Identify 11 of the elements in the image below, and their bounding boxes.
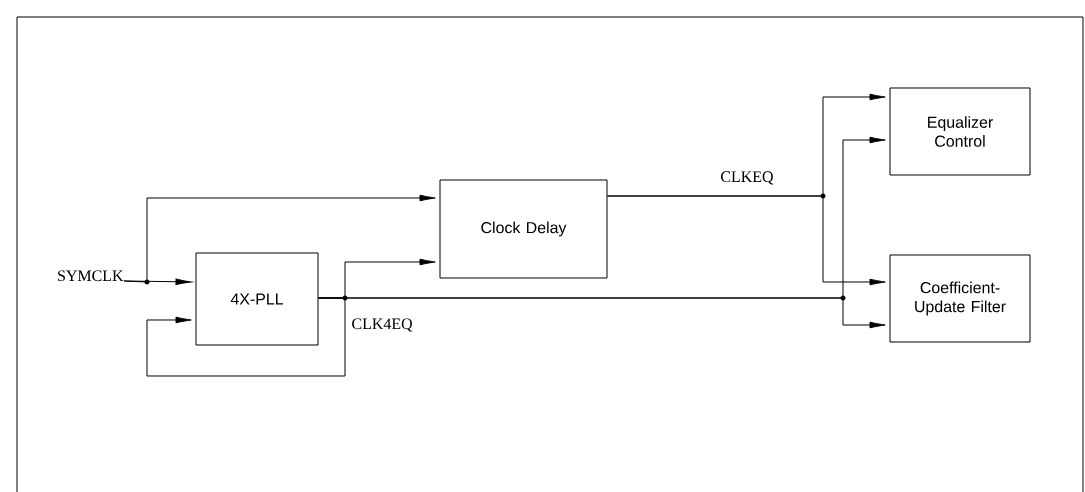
arrow bbox=[607, 195, 886, 286]
signal-label: CLKEQ bbox=[721, 171, 774, 185]
signal-label: SYMCLK bbox=[58, 270, 124, 282]
process-box: Equalizer Control bbox=[889, 87, 1031, 176]
arrow bbox=[318, 297, 886, 329]
arrow bbox=[146, 297, 346, 377]
signal-label: CLK4EQ bbox=[352, 318, 413, 332]
process-box: 4X-PLL bbox=[195, 252, 319, 346]
arrow bbox=[123, 194, 436, 283]
process-box: Coefficient-Update Filter bbox=[889, 254, 1031, 343]
process-box: Clock Delay bbox=[439, 179, 608, 279]
